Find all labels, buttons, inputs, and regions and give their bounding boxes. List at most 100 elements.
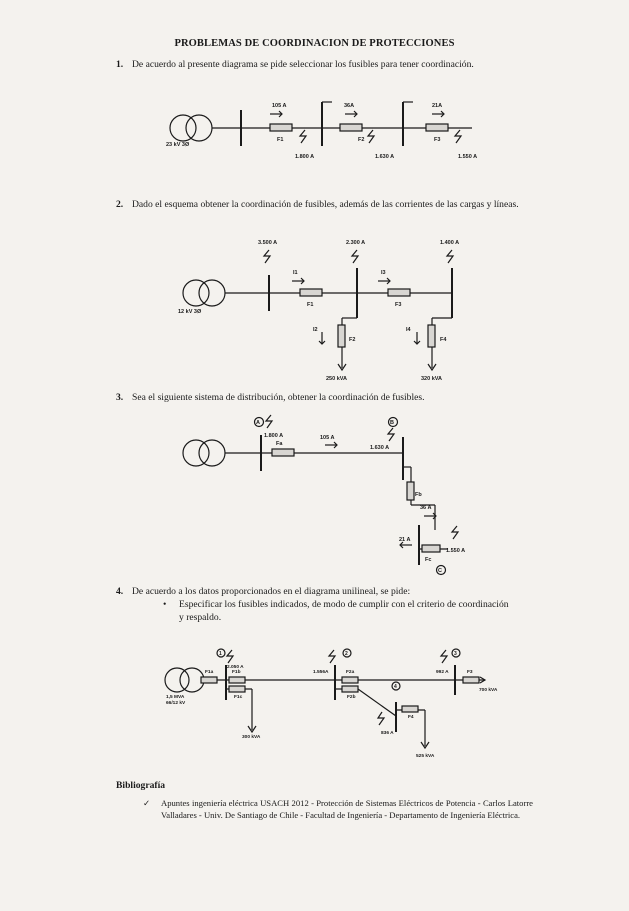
load-label: 700 kVA xyxy=(479,687,498,693)
problem-number: 1. xyxy=(116,59,124,70)
fuse-label: F2 xyxy=(349,337,355,343)
transformer-winding xyxy=(179,667,205,693)
fuse-symbol xyxy=(339,123,363,132)
fuse-label: Fc xyxy=(425,557,431,563)
fuse-label: F1b xyxy=(232,669,241,675)
fuse-symbol xyxy=(341,676,359,684)
fault-symbol xyxy=(298,129,308,144)
fuse-symbol xyxy=(337,324,346,348)
fault-symbol xyxy=(445,249,455,264)
problem-4-bullet: • Especificar los fusibles indicados, de… xyxy=(163,598,513,624)
fault-current-label: 1.800 A xyxy=(295,154,314,160)
fault-current-label: 992 A xyxy=(436,669,449,675)
fault-symbol xyxy=(366,129,376,144)
fuse-symbol xyxy=(341,685,359,693)
node-marker xyxy=(253,416,265,428)
problem-number: 2. xyxy=(116,199,124,210)
diagram-2: 3.500 A 2.300 A 1.400 A I1 I3 I2 I4 F1 F… xyxy=(178,240,459,382)
problem-text: Sea el siguiente sistema de distribución… xyxy=(132,392,425,403)
fault-current-label: 2.300 A xyxy=(346,240,365,246)
transformer-winding xyxy=(169,114,197,142)
fuse-symbol xyxy=(269,123,293,132)
fuse-label: F1 xyxy=(307,302,313,308)
fault-symbol xyxy=(376,711,386,726)
transformer-winding xyxy=(164,667,190,693)
fuse-label: F3 xyxy=(467,669,473,675)
fault-current-label: 836 A xyxy=(381,730,394,736)
transformer-winding xyxy=(182,279,210,307)
problem-number: 3. xyxy=(116,392,124,403)
current-label: I4 xyxy=(406,327,412,333)
node-marker xyxy=(435,564,447,576)
fuse-symbol xyxy=(387,288,411,297)
fault-current-label: 1.400 A xyxy=(440,240,459,246)
fuse-symbol xyxy=(425,123,449,132)
diagram-3: A B C 1.800 A 1.630 A 1.550 A 105 A 36 A… xyxy=(182,414,465,576)
fuse-symbol xyxy=(421,544,441,553)
fuse-symbol xyxy=(401,705,419,713)
fault-current-label: 1.550 A xyxy=(458,154,477,160)
fault-symbol xyxy=(386,427,396,442)
fault-symbol xyxy=(225,649,235,664)
load-label: 300 kVA xyxy=(242,734,261,740)
problem-3: 3. Sea el siguiente sistema de distribuc… xyxy=(116,391,536,404)
fuse-symbol xyxy=(271,448,295,457)
load-label: 250 kVA xyxy=(326,376,347,382)
fuse-label: Fb xyxy=(415,492,422,498)
fuse-symbol xyxy=(200,676,218,684)
node-label: C xyxy=(438,568,442,574)
problem-4: 4. De acuerdo a los datos proporcionados… xyxy=(116,585,536,598)
fault-symbol xyxy=(439,649,449,664)
fuse-symbol xyxy=(462,676,480,684)
bibliography-entry: ✓ Apuntes ingeniería eléctrica USACH 201… xyxy=(143,797,533,821)
fault-symbol xyxy=(262,249,272,264)
source-label: 66/12 kV xyxy=(166,700,186,706)
current-label: 21 A xyxy=(399,537,410,543)
bullet-text: Especificar los fusibles indicados, de m… xyxy=(179,599,509,623)
fuse-label: F1 xyxy=(277,137,283,143)
node-marker xyxy=(216,648,226,658)
problem-text: De acuerdo al presente diagrama se pide … xyxy=(132,59,474,70)
node-label: 2 xyxy=(345,651,348,657)
fuse-label: F2b xyxy=(347,694,356,700)
fault-current-label: 1.630 A xyxy=(375,154,394,160)
fuse-label: F2 xyxy=(358,137,364,143)
bullet-symbol: • xyxy=(163,599,167,610)
diagram-4: 1 2 3 4 2.050 A 1.556A 992 A 836 A F1a F… xyxy=(164,648,498,759)
fuse-label: F2a xyxy=(346,669,355,675)
node-label: B xyxy=(390,420,394,426)
problem-2: 2. Dado el esquema obtener la coordinaci… xyxy=(116,198,536,211)
fault-symbol xyxy=(453,129,463,144)
check-icon: ✓ xyxy=(143,798,151,808)
fault-current-label: 1.556A xyxy=(313,669,329,675)
problem-text: De acuerdo a los datos proporcionados en… xyxy=(132,586,411,597)
fault-symbol xyxy=(264,414,274,429)
source-label: 1,5 MVA xyxy=(166,694,185,700)
current-label: 105 A xyxy=(320,435,335,441)
node-marker xyxy=(391,681,401,691)
transformer-winding xyxy=(198,279,226,307)
fault-current-label: 1.800 A xyxy=(264,433,283,439)
load-label: 525 kVA xyxy=(416,753,435,759)
transformer-winding xyxy=(185,114,213,142)
current-label: I3 xyxy=(381,270,386,276)
fault-symbol xyxy=(327,649,337,664)
page-title: PROBLEMAS DE COORDINACION DE PROTECCIONE… xyxy=(174,38,455,49)
fault-current-label: 3.500 A xyxy=(258,240,277,246)
bibliography-heading: Bibliografía xyxy=(116,780,166,791)
current-label: 21A xyxy=(432,103,442,109)
source-label: 23 kV 3Ø xyxy=(166,142,190,148)
fuse-symbol xyxy=(299,288,323,297)
fault-symbol xyxy=(350,249,360,264)
fuse-symbol xyxy=(228,676,246,684)
fuse-label: F4 xyxy=(408,714,414,720)
node-label: 4 xyxy=(394,684,397,690)
problem-1: 1. De acuerdo al presente diagrama se pi… xyxy=(116,58,536,71)
node-label: 3 xyxy=(454,651,457,657)
fuse-label: F3 xyxy=(395,302,401,308)
fuse-symbol xyxy=(406,481,415,501)
fault-current-label: 1.550 A xyxy=(446,548,465,554)
fuse-label: F1a xyxy=(205,669,214,675)
fuse-symbol xyxy=(228,685,246,693)
current-label: I2 xyxy=(313,327,318,333)
